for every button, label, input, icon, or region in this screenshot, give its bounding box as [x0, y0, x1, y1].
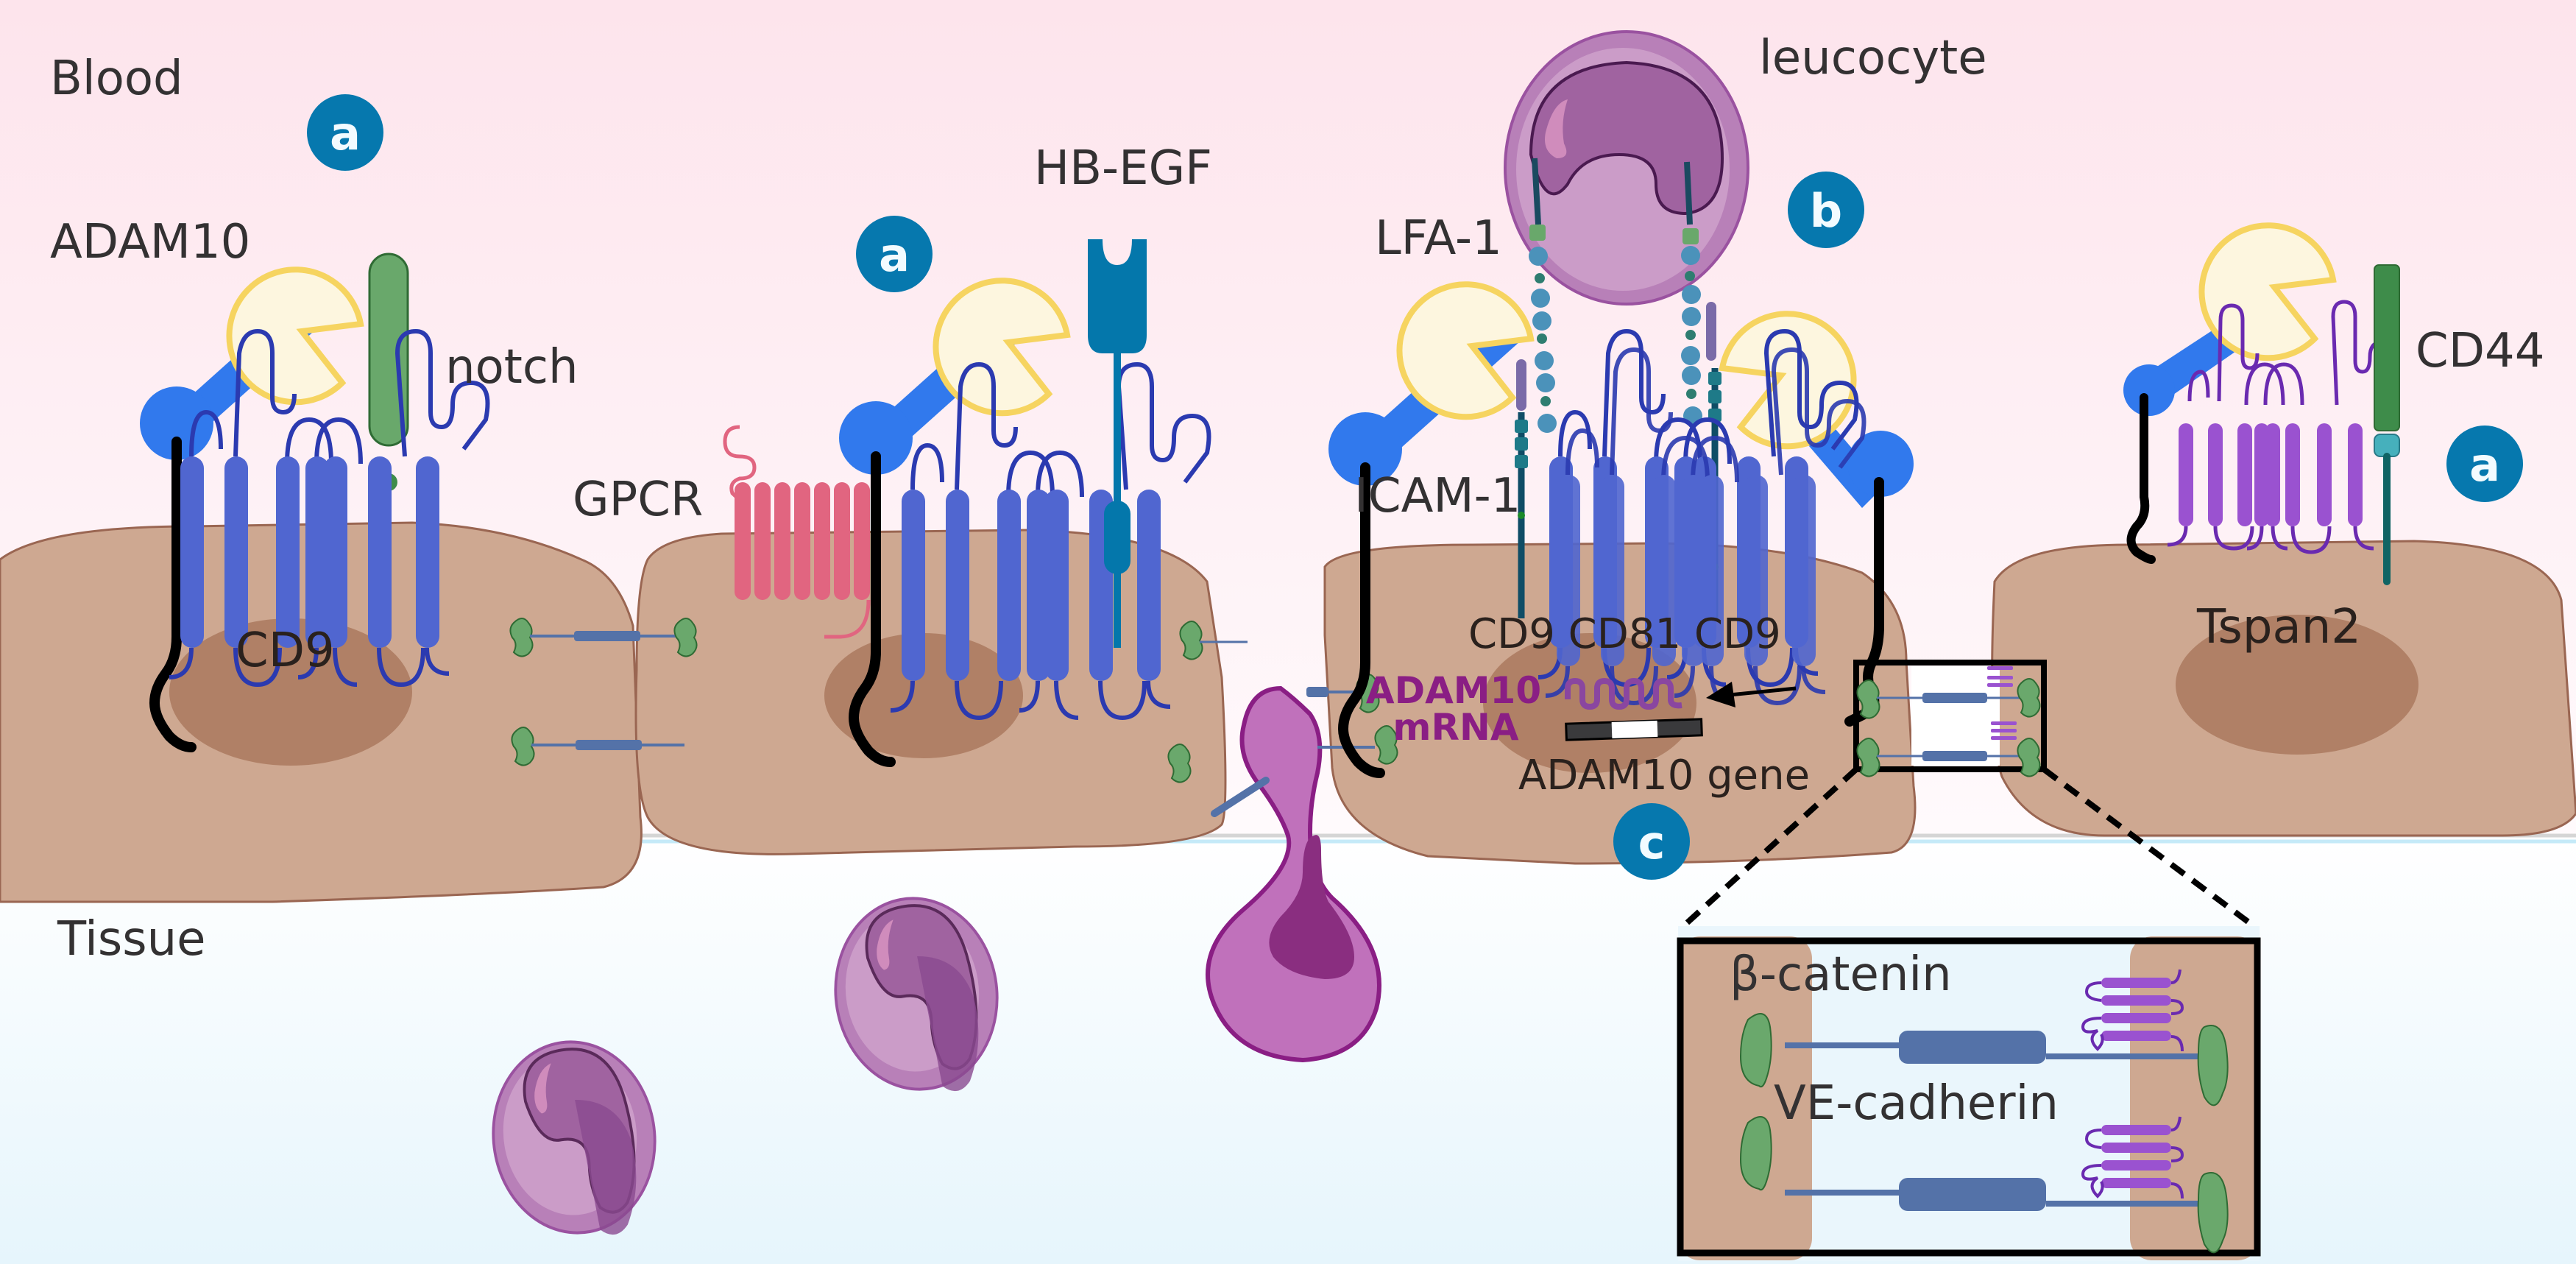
nucleus-1 — [169, 618, 412, 766]
cd9-label: CD9 — [236, 624, 335, 678]
tissue-label: Tissue — [57, 912, 206, 967]
beta-catenin-label: β-catenin — [1730, 947, 1952, 1002]
tspan2-tetraspanin — [2167, 300, 2394, 554]
hb-egf — [1088, 239, 1147, 648]
badge-a-2-text: a — [879, 228, 910, 282]
cd44-receptor — [2374, 264, 2400, 585]
junction-inset-large — [1677, 926, 2261, 1261]
badge-c-text: c — [1638, 816, 1666, 869]
gpcr-label: GPCR — [573, 473, 703, 527]
catenin-left-bottom — [1739, 1116, 1772, 1191]
badge-a-2: a — [856, 216, 933, 292]
leucocyte-label: leucocyte — [1759, 31, 1987, 85]
badge-a-1: a — [307, 94, 383, 171]
badge-a-1-text: a — [330, 107, 361, 160]
lfa1-icam1-chain-left — [1515, 225, 1557, 618]
badge-b: b — [1788, 172, 1864, 248]
catenin-left-top — [1739, 1013, 1772, 1088]
badge-c: c — [1613, 803, 1690, 880]
lfa1-label: LFA-1 — [1375, 211, 1502, 266]
tspan2-inset-top — [2081, 969, 2184, 1052]
junction-inset-small — [1853, 660, 2047, 777]
junction-1-2-bottom — [511, 727, 684, 766]
ve-cadherin-label: VE-cadherin — [1774, 1076, 2059, 1131]
adam10-gene-label: ADAM10 gene — [1518, 752, 1810, 799]
icam1-label: ICAM-1 — [1354, 469, 1521, 523]
badge-b-text: b — [1810, 184, 1842, 238]
transcription-arrow — [1706, 682, 1797, 707]
catenin-right-top — [2197, 1025, 2229, 1106]
cd9-cd81-cd9-label: CD9 CD81 CD9 — [1468, 610, 1781, 658]
tspan2-inset-bottom — [2081, 1116, 2184, 1199]
adam10-mrna-strand — [1565, 677, 1682, 710]
cd44-label: CD44 — [2416, 324, 2544, 378]
adam10-mrna-label-line2: mRNA — [1393, 706, 1518, 749]
tspan2-label: Tspan2 — [2196, 600, 2361, 654]
ve-cadherin-top — [1785, 1031, 2201, 1064]
adam10-gene-bar — [1565, 718, 1703, 741]
nucleus-4 — [2176, 615, 2418, 755]
notch-label: notch — [445, 340, 578, 395]
hb-egf-label: HB-EGF — [1034, 141, 1212, 196]
junction-1-2-top — [509, 618, 698, 657]
zoom-guide-right — [2042, 766, 2258, 931]
catenin-right-bottom — [2197, 1172, 2229, 1254]
adam10-mrna-label-line1: ADAM10 — [1366, 669, 1541, 712]
catenin-cell2-top — [1179, 621, 1203, 660]
gpcr-receptor — [723, 425, 871, 639]
zoom-guide-left — [1680, 767, 1858, 930]
catenin-cell2-bottom — [1167, 744, 1192, 783]
badge-a-3-text: a — [2469, 438, 2500, 492]
badge-a-3: a — [2446, 426, 2523, 502]
ve-cadherin-bottom — [1785, 1178, 2201, 1211]
blood-label: Blood — [50, 52, 183, 106]
adam10-label: ADAM10 — [50, 215, 250, 269]
